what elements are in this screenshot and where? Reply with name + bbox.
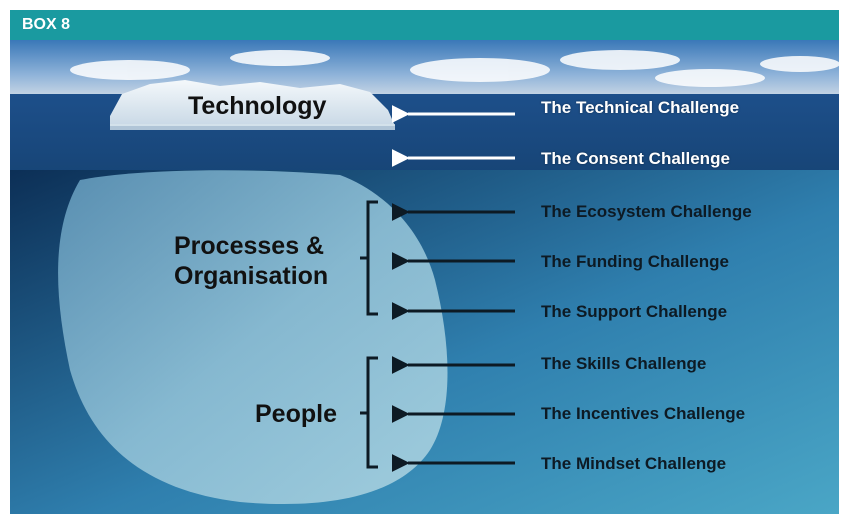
box-label: BOX 8 (10, 10, 839, 40)
processes-label-line2: Organisation (174, 262, 329, 290)
challenge-funding: The Funding Challenge (541, 252, 729, 271)
processes-label-line1: Processes & (174, 232, 325, 260)
challenge-ecosystem: The Ecosystem Challenge (541, 202, 752, 221)
people-label: People (255, 400, 337, 428)
challenge-incentives: The Incentives Challenge (541, 404, 746, 423)
challenge-technical: The Technical Challenge (541, 98, 740, 117)
challenge-support: The Support Challenge (541, 302, 728, 321)
iceberg-diagram: Technology Processes & Organisation Peop… (10, 40, 839, 514)
iceberg-illustration (10, 40, 839, 514)
challenge-skills: The Skills Challenge (541, 354, 707, 373)
technology-label: Technology (188, 92, 327, 120)
challenge-mindset: The Mindset Challenge (541, 454, 727, 473)
challenge-consent: The Consent Challenge (541, 149, 730, 168)
